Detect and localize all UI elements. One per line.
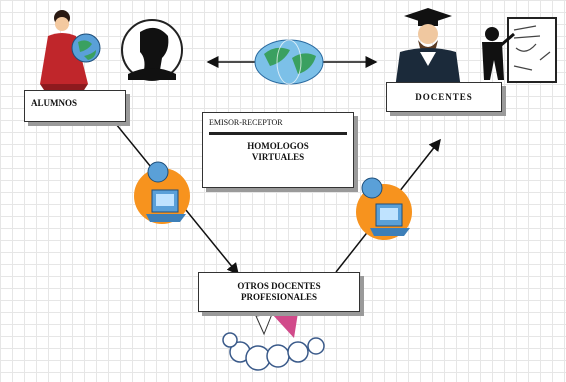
docentes-label: DOCENTES xyxy=(415,92,473,102)
otros-docentes-node: OTROS DOCENTES PROFESIONALES xyxy=(198,272,360,312)
otros-docentes-line: OTROS DOCENTES xyxy=(237,281,321,291)
docentes-node: DOCENTES xyxy=(386,82,502,112)
alumnos-node: ALUMNOS xyxy=(24,90,126,122)
profesionales-line: PROFESIONALES xyxy=(240,292,318,303)
alumnos-label: ALUMNOS xyxy=(31,98,78,108)
virtuales-line: VIRTUALES xyxy=(251,152,305,163)
homologos-line: HOMOLOGOS xyxy=(247,141,309,151)
divider xyxy=(209,132,347,135)
emisor-receptor-label: EMISOR-RECEPTOR xyxy=(209,118,283,127)
emisor-receptor-node: EMISOR-RECEPTOR HOMOLOGOS VIRTUALES xyxy=(202,112,354,188)
